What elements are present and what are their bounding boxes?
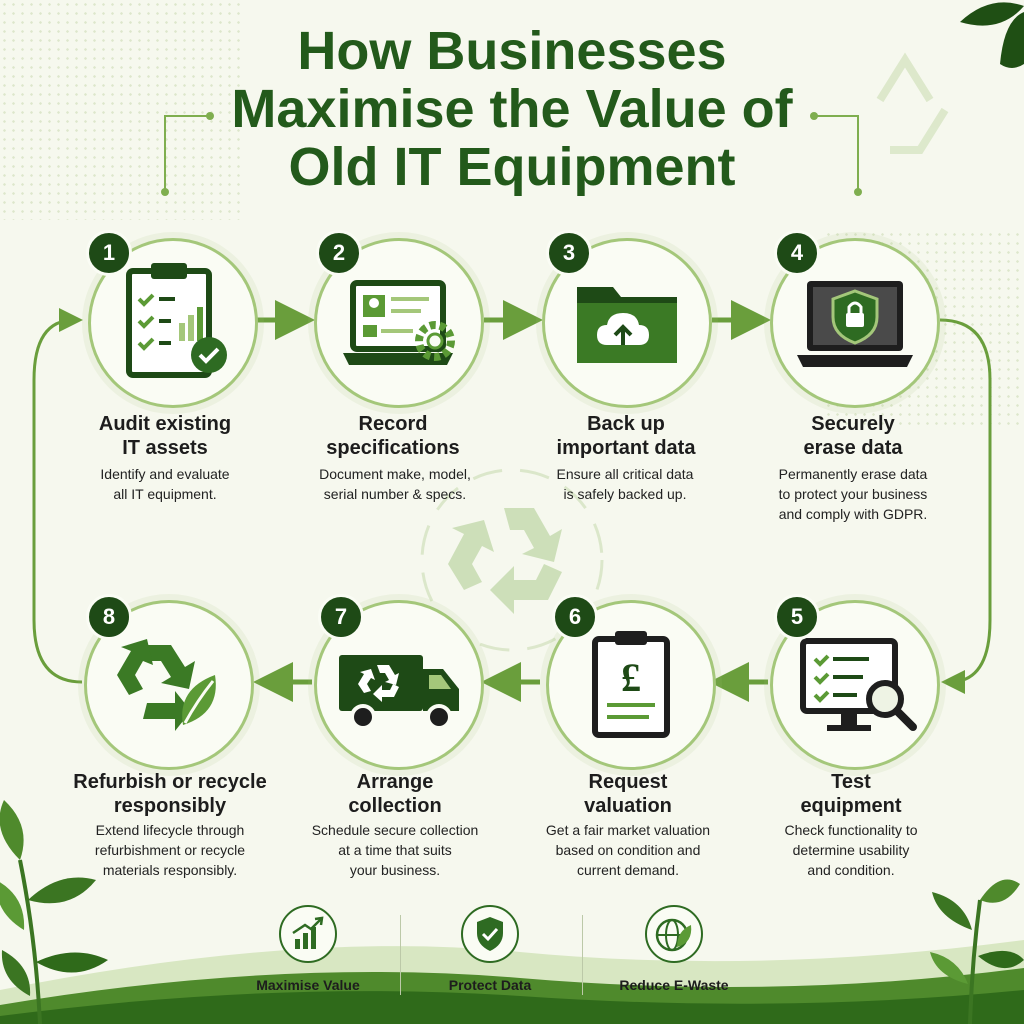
globe-leaf-icon	[645, 905, 703, 963]
monitor-magnifier-icon	[800, 638, 917, 731]
step-3-number: 3	[546, 230, 592, 276]
step-8-circle	[84, 600, 254, 770]
bottom-right-plant	[930, 879, 1024, 1024]
benefit-protect-data: Protect Data	[380, 905, 600, 1005]
benefits-divider	[582, 915, 583, 995]
title-line-2: Maximise the Value of	[231, 79, 793, 139]
recycle-leaf-icon	[117, 639, 216, 731]
growth-chart-icon	[279, 905, 337, 963]
clipboard-checklist-icon	[126, 263, 227, 378]
clipboard-pound-icon: £	[592, 631, 670, 738]
step-3-circle	[542, 238, 712, 408]
step-7-circle	[314, 600, 484, 770]
step-2-number: 2	[316, 230, 362, 276]
benefit-maximise-value: Maximise Value	[198, 905, 418, 1005]
step-4-circle	[770, 238, 940, 408]
step-5-number: 5	[774, 594, 820, 640]
step-1-number: 1	[86, 230, 132, 276]
shield-check-icon	[461, 905, 519, 963]
benefit-label: Protect Data	[448, 977, 532, 993]
step-7-number: 7	[318, 594, 364, 640]
svg-text:£: £	[621, 655, 641, 700]
benefits-divider	[400, 915, 401, 995]
page-title: How Businesses Maximise the Value of Old…	[0, 22, 1024, 196]
recycling-truck-icon	[339, 655, 459, 730]
title-line-1: How Businesses	[297, 21, 727, 81]
benefit-label: Reduce E-Waste	[619, 977, 729, 993]
laptop-shield-lock-icon	[797, 281, 913, 367]
benefit-label: Maximise Value	[256, 977, 360, 993]
step-8-number: 8	[86, 594, 132, 640]
step-6-number: 6	[552, 594, 598, 640]
step-4-number: 4	[774, 230, 820, 276]
folder-cloud-upload-icon	[577, 287, 677, 363]
laptop-gear-icon	[343, 280, 455, 365]
title-line-3: Old IT Equipment	[288, 137, 736, 197]
step-2-description: Document make, model,serial number & spe…	[319, 466, 471, 502]
benefit-reduce-e-waste: Reduce E-Waste	[564, 905, 784, 1005]
